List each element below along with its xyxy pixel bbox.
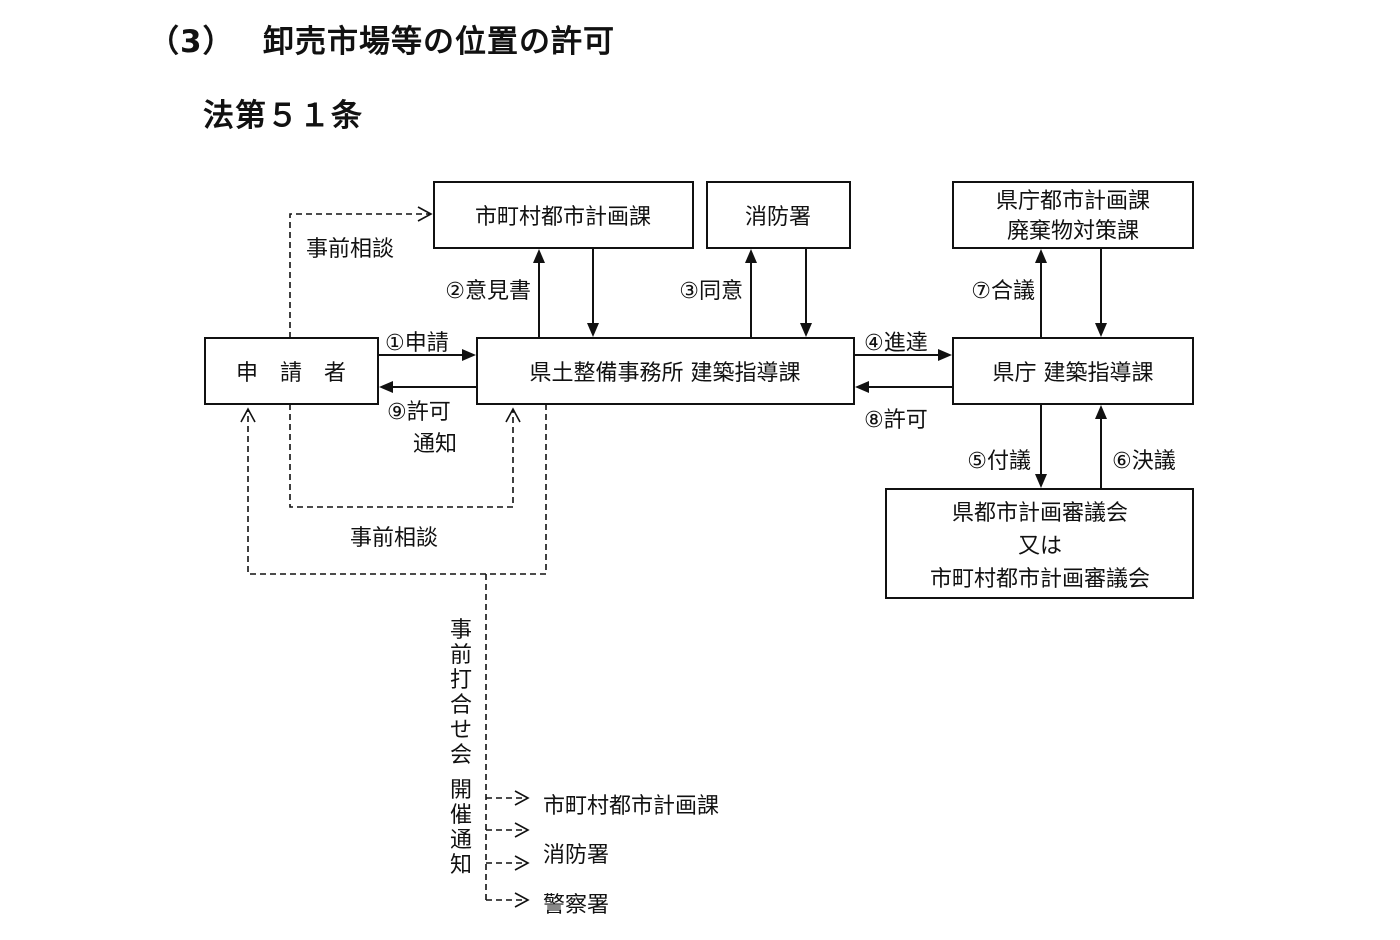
recipient-municipal-planning: 市町村都市計画課 (543, 794, 719, 819)
vertical-char: 前 (450, 643, 472, 668)
arrow-resolution (1095, 405, 1107, 489)
vertical-char: せ (450, 718, 472, 743)
dashed-pre-consult-inner (289, 404, 521, 508)
section-number: （3） (148, 24, 235, 60)
label-pre-consult-top: 事前相談 (306, 237, 394, 262)
arrow-consent-down (800, 248, 812, 337)
prefectural-office-label: 県土整備事務所 建築指導課 (530, 361, 801, 386)
label-step6-resolution: ⑥決議 (1112, 449, 1176, 474)
arrow-permit-notice (379, 381, 477, 393)
arrow-opinion-up (533, 249, 545, 338)
arrow-referral (1035, 404, 1047, 488)
label-step4-transmittal: ④進達 (864, 331, 928, 356)
vertical-char: 開 (450, 778, 472, 803)
vertical-char: 通 (450, 828, 472, 853)
recipient-police-station: 警察署 (543, 893, 609, 918)
prefecture-building-box: 県庁 建築指導課 (952, 337, 1194, 405)
dashed-notice-branch-1 (486, 790, 530, 806)
label-step7-consultation: ⑦合議 (971, 279, 1035, 304)
vertical-char: 事 (450, 618, 472, 643)
council-label-3: 市町村都市計画審議会 (930, 567, 1150, 592)
label-step3-consent: ③同意 (679, 279, 743, 304)
council-label-2: 又は (1018, 534, 1062, 559)
dashed-notice-branch-3 (486, 855, 530, 871)
recipient-fire-station: 消防署 (543, 843, 609, 868)
arrow-transmittal (854, 349, 952, 361)
council-label-1: 県都市計画審議会 (952, 501, 1128, 526)
arrow-opinion-down (587, 248, 599, 337)
label-step2-opinion: ②意見書 (445, 279, 531, 304)
label-pre-consult-bottom: 事前相談 (350, 526, 438, 551)
section-heading: （3） 卸売市場等の位置の許可 (148, 16, 615, 61)
label-step1-application: ①申請 (385, 331, 449, 356)
vertical-char: 催 (450, 803, 472, 828)
arrow-permit (855, 381, 953, 393)
vertical-char: 知 (450, 853, 472, 878)
prefecture-planning-label-2: 廃棄物対策課 (1007, 219, 1139, 244)
meeting-notice-vertical-text: 事 前 打 合 せ 会 開 催 通 知 (450, 618, 472, 878)
fire-station-box: 消防署 (706, 181, 851, 249)
law-reference: 法第５１条 (203, 98, 363, 134)
vertical-char: 会 (450, 743, 472, 768)
label-step8-permit: ⑧許可 (864, 408, 928, 433)
vertical-char: 合 (450, 693, 472, 718)
dashed-pre-consult-outer (240, 404, 547, 575)
prefecture-planning-label-1: 県庁都市計画課 (996, 189, 1150, 214)
dashed-pre-consult-top (289, 206, 433, 338)
arrow-application (378, 349, 476, 361)
section-title: 卸売市場等の位置の許可 (263, 24, 615, 60)
planning-council-box: 県都市計画審議会 又は 市町村都市計画審議会 (885, 488, 1194, 599)
applicant-label: 申 請 者 (236, 361, 346, 386)
prefectural-office-box: 県土整備事務所 建築指導課 (476, 337, 855, 405)
arrow-consultation-up (1035, 249, 1047, 338)
label-step5-referral: ⑤付議 (967, 449, 1031, 474)
arrow-consultation-down (1095, 248, 1107, 337)
applicant-box: 申 請 者 (204, 337, 379, 405)
vertical-char: 打 (450, 668, 472, 693)
arrow-consent-up (745, 249, 757, 338)
label-step9-notice: 通知 (413, 432, 457, 457)
label-step9-permit: ⑨許可 (387, 400, 451, 425)
municipal-planning-box: 市町村都市計画課 (433, 181, 694, 249)
prefecture-planning-box: 県庁都市計画課 廃棄物対策課 (952, 181, 1194, 249)
dashed-notice-branch-2 (486, 822, 530, 838)
prefecture-building-label: 県庁 建築指導課 (993, 361, 1154, 386)
municipal-planning-label: 市町村都市計画課 (475, 205, 651, 230)
fire-station-label: 消防署 (745, 205, 811, 230)
dashed-notice-branch-4 (486, 892, 530, 908)
